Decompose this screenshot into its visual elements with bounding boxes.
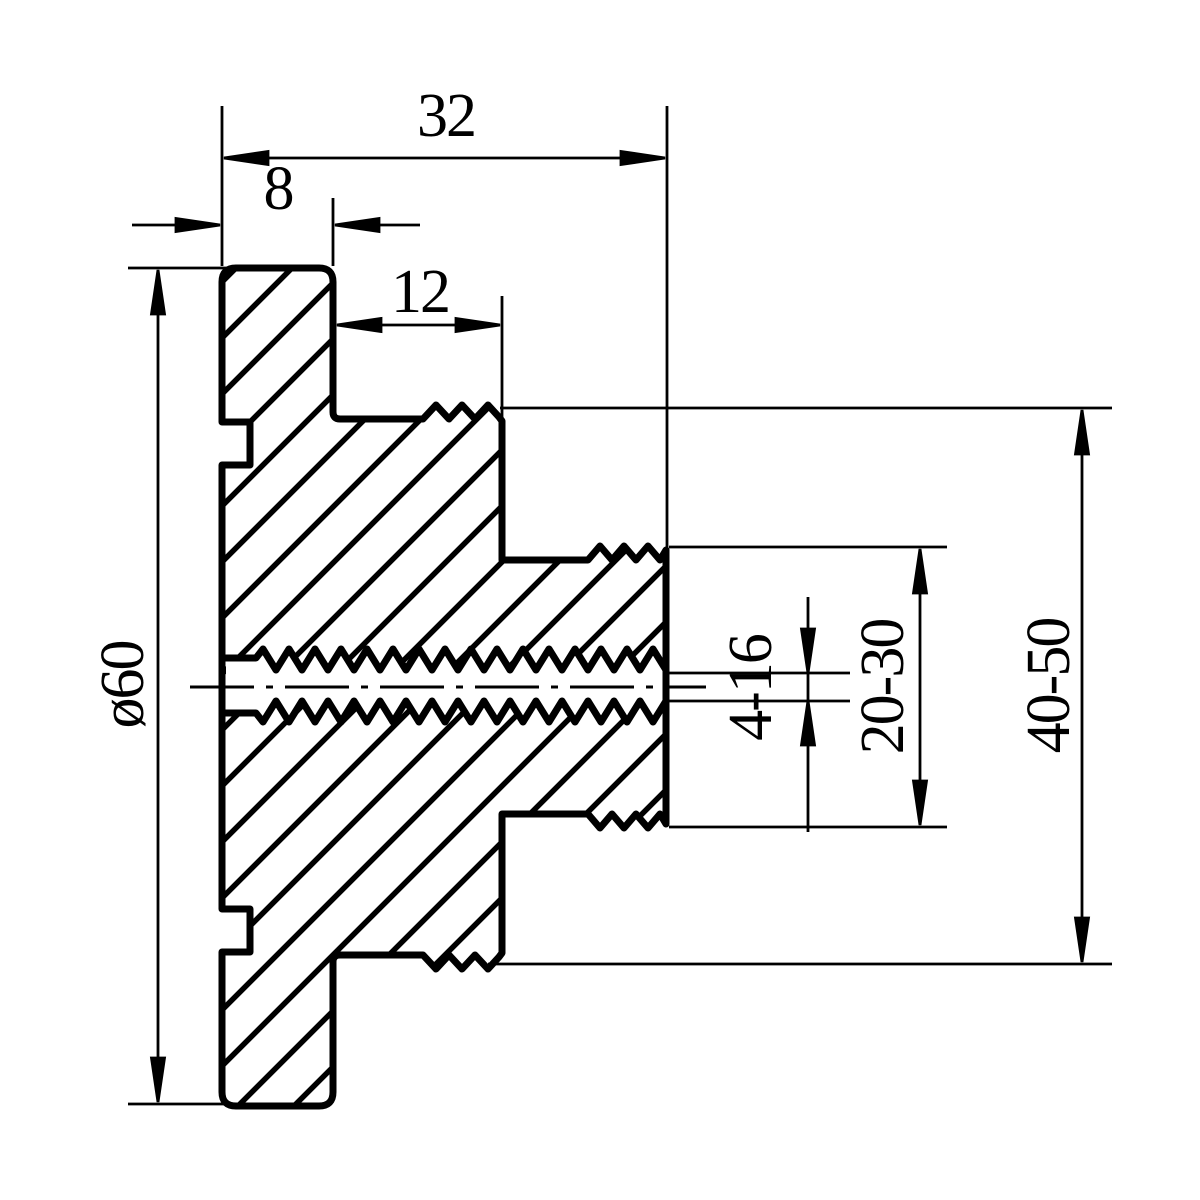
dim-label-large-step-diameter: 40-50 — [1015, 618, 1083, 754]
thread-bore-bottom-line — [224, 697, 669, 726]
dim-label-flange-diameter: ø60 — [89, 641, 157, 729]
dim-label-flange-thickness: 8 — [263, 155, 295, 223]
extension-lines — [128, 106, 1112, 1106]
dim-label-small-step-diameter: 20-30 — [849, 619, 917, 755]
dim-label-overall-length: 32 — [417, 82, 477, 150]
dim-label-step-length: 12 — [391, 258, 451, 326]
dim-label-center-thread: 4-16 — [717, 635, 785, 741]
dimension-lines — [132, 149, 1091, 1103]
thread-bore-core — [226, 649, 666, 722]
thread-bore-top-line — [224, 645, 669, 674]
